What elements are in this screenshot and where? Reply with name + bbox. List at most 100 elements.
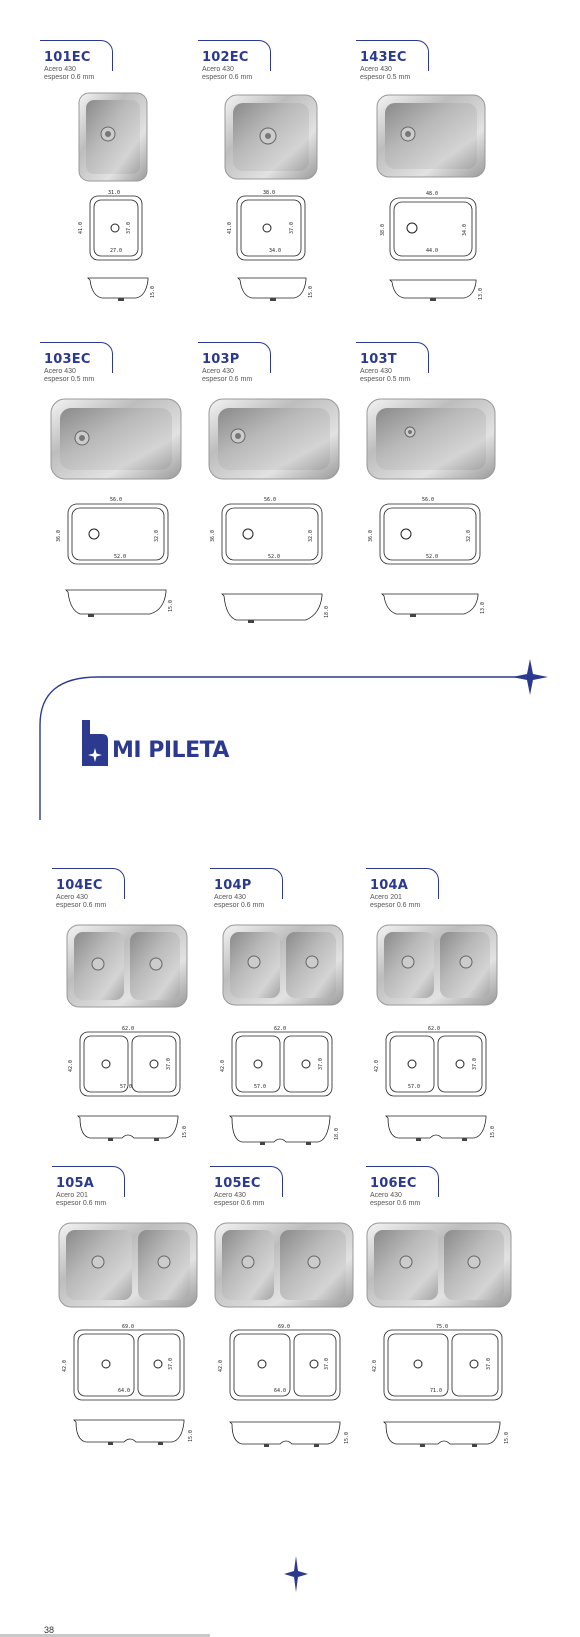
thickness: espesor 0.6 mm — [56, 1200, 107, 1207]
sink-photo — [222, 924, 344, 1006]
dim-depth: 41.0 — [227, 222, 233, 234]
model-code: 104A — [370, 878, 408, 893]
dim-width: 38.0 — [263, 190, 275, 196]
sparkle-icon — [512, 659, 548, 695]
dim-width: 69.0 — [278, 1324, 290, 1330]
dim-width: 62.0 — [428, 1026, 440, 1032]
dim-inner-width: 57.0 — [120, 1084, 132, 1090]
plan-drawing: 62.0 57.0 42.0 37.0 — [368, 1024, 498, 1104]
dim-depth: 42.0 — [68, 1060, 74, 1072]
plan-drawing: 75.0 71.0 42.0 37.0 — [366, 1322, 512, 1408]
dim-height: 15.0 — [150, 286, 156, 298]
dim-inner-depth: 37.0 — [126, 222, 132, 234]
dim-depth: 36.0 — [210, 530, 216, 542]
dim-depth: 42.0 — [220, 1060, 226, 1072]
model-code: 105EC — [214, 1176, 261, 1191]
tab-frame — [198, 342, 271, 373]
dim-height: 15.0 — [504, 1432, 510, 1444]
sink-photo — [58, 1222, 198, 1308]
material: Acero 201 — [370, 894, 402, 901]
dim-inner-depth: 37.0 — [168, 1358, 174, 1370]
side-drawing: 15.0 — [77, 1114, 198, 1148]
dim-height: 18.0 — [334, 1128, 340, 1140]
side-drawing: 15.0 — [73, 1418, 204, 1452]
side-drawing: 18.0 — [221, 592, 342, 626]
dim-height: 15.0 — [308, 286, 314, 298]
material: Acero 430 — [360, 368, 392, 375]
plan-drawing: 62.0 57.0 42.0 37.0 — [62, 1024, 192, 1104]
page-number: 38 — [44, 1625, 55, 1635]
dim-depth: 36.0 — [368, 530, 374, 542]
material: Acero 430 — [202, 66, 234, 73]
dim-depth: 42.0 — [374, 1060, 380, 1072]
tab-frame — [356, 342, 429, 373]
model-code: 103P — [202, 352, 240, 367]
material: Acero 430 — [56, 894, 88, 901]
dim-height: 15.0 — [168, 600, 174, 612]
tab-frame — [40, 40, 113, 71]
material: Acero 430 — [214, 1192, 246, 1199]
tab-frame — [52, 868, 125, 899]
plan-drawing: 69.0 64.0 42.0 37.0 — [56, 1322, 196, 1408]
thickness: espesor 0.5 mm — [44, 376, 95, 383]
dim-inner-width: 64.0 — [274, 1388, 286, 1394]
thickness: espesor 0.6 mm — [202, 376, 253, 383]
thickness: espesor 0.6 mm — [370, 902, 421, 909]
thickness: espesor 0.6 mm — [370, 1200, 421, 1207]
model-code: 101EC — [44, 50, 91, 65]
dim-width: 62.0 — [122, 1026, 134, 1032]
plan-drawing: 31.0 27.0 41.0 37.0 — [70, 190, 180, 270]
tab-frame — [52, 1166, 125, 1197]
plan-drawing: 48.0 44.0 38.0 34.0 — [376, 190, 496, 270]
brand-logo-icon — [80, 720, 110, 773]
dim-width: 56.0 — [110, 497, 122, 503]
dim-width: 62.0 — [274, 1026, 286, 1032]
plan-drawing: 56.0 52.0 36.0 32.0 — [52, 496, 182, 576]
dim-inner-width: 52.0 — [268, 554, 280, 560]
model-code: 104EC — [56, 878, 103, 893]
material: Acero 430 — [202, 368, 234, 375]
sink-photo — [50, 398, 182, 480]
dim-inner-depth: 37.0 — [318, 1058, 324, 1070]
dim-inner-width: 27.0 — [110, 248, 122, 254]
side-drawing: 13.0 — [381, 592, 502, 622]
dim-depth: 36.0 — [56, 530, 62, 542]
dim-height: 15.0 — [182, 1126, 188, 1138]
material: Acero 430 — [44, 368, 76, 375]
dim-width: 48.0 — [426, 191, 438, 197]
tab-frame — [198, 40, 271, 71]
side-drawing: 15.0 — [383, 1420, 520, 1454]
dim-inner-width: 71.0 — [430, 1388, 442, 1394]
plan-drawing: 56.0 52.0 36.0 32.0 — [364, 496, 494, 576]
dim-inner-width: 57.0 — [254, 1084, 266, 1090]
dim-inner-depth: 37.0 — [166, 1058, 172, 1070]
model-code: 103EC — [44, 352, 91, 367]
brand-name: MI PILETA — [112, 738, 229, 763]
dim-inner-depth: 37.0 — [486, 1358, 492, 1370]
thickness: espesor 0.5 mm — [360, 74, 411, 81]
sink-photo — [376, 94, 486, 178]
section-divider — [38, 655, 558, 830]
material: Acero 430 — [44, 66, 76, 73]
thickness: espesor 0.6 mm — [214, 1200, 265, 1207]
sink-photo — [366, 1222, 512, 1308]
material: Acero 430 — [214, 894, 246, 901]
dim-inner-depth: 37.0 — [324, 1358, 330, 1370]
dim-inner-depth: 34.0 — [462, 224, 468, 236]
model-code: 105A — [56, 1176, 94, 1191]
plan-drawing: 38.0 34.0 41.0 37.0 — [223, 190, 333, 270]
dim-depth: 42.0 — [218, 1360, 224, 1372]
dim-width: 75.0 — [436, 1324, 448, 1330]
dim-width: 56.0 — [264, 497, 276, 503]
dim-inner-depth: 32.0 — [308, 530, 314, 542]
dim-inner-width: 44.0 — [426, 248, 438, 254]
dim-depth: 42.0 — [372, 1360, 378, 1372]
dim-depth: 41.0 — [78, 222, 84, 234]
sink-photo — [208, 398, 340, 480]
dim-height: 18.0 — [324, 606, 330, 618]
dim-inner-depth: 37.0 — [289, 222, 295, 234]
dim-height: 15.0 — [344, 1432, 350, 1444]
sink-photo — [376, 924, 498, 1006]
dim-width: 69.0 — [122, 1324, 134, 1330]
side-drawing: 15.0 — [229, 1420, 360, 1454]
